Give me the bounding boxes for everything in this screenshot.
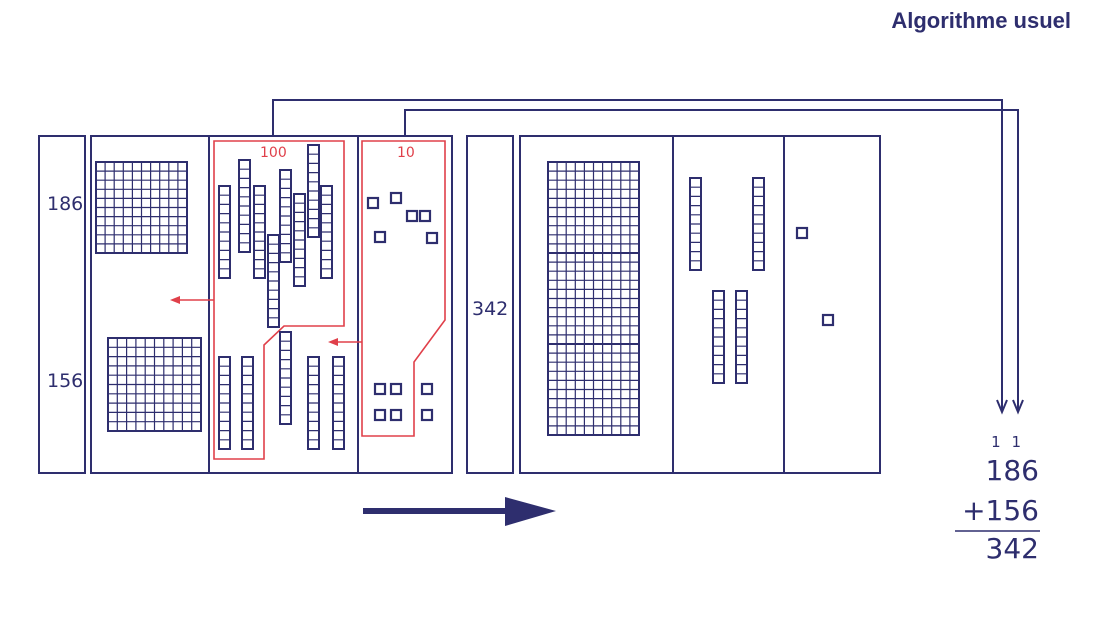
group-ten-label: 10 [397,145,415,161]
carry-arrowhead-ten [1012,399,1024,415]
direction-arrowhead [505,497,556,526]
algorithm-sum: 342 [985,532,1039,565]
unit-cube [366,196,380,210]
ten-rod [218,185,231,279]
carry-arrowhead-hundred [996,399,1008,415]
carry-line-hundred [272,99,1003,410]
unit-cube [389,382,403,396]
unit-cube [420,382,434,396]
exchange-arrowhead-hundred [170,296,180,304]
ten-rod [712,290,725,384]
hundred-flat [547,161,640,254]
exchange-arrowhead-ten [328,338,338,346]
units-column-left [357,135,453,474]
page-title: Algorithme usuel [891,8,1071,33]
ten-rod [241,356,254,450]
unit-cube [405,209,419,223]
unit-cube [420,408,434,422]
ten-rod [689,177,702,271]
group-of-ten-units-outline [361,140,446,437]
label-column-left [38,135,86,474]
algorithm-addend-1: 186 [985,454,1039,487]
label-column-right [466,135,514,474]
hundred-flat [95,161,188,254]
ten-rod [735,290,748,384]
hundreds-column-right [519,135,674,474]
ten-rod [279,169,292,263]
carry-line-ten [404,109,1019,410]
ten-rod [320,185,333,279]
unit-cube [418,209,432,223]
group-of-ten-tens-outline [213,140,345,460]
unit-cube [389,191,403,205]
addend-1-label: 186 [47,193,84,215]
unit-cube [821,313,835,327]
ten-rod [218,356,231,450]
ten-rod [267,234,280,328]
hundred-flat [547,252,640,345]
ten-rod [279,331,292,425]
group-hundred-label: 100 [260,145,287,161]
ten-rod [307,144,320,238]
ten-rod [253,185,266,279]
unit-cube [373,382,387,396]
tens-column-left [208,135,359,474]
unit-cube [373,230,387,244]
ten-rod [332,356,345,450]
ten-rod [307,356,320,450]
hundred-flat [547,343,640,436]
algorithm-carries: 1 1 [991,433,1024,451]
unit-cube [373,408,387,422]
ten-rod [293,193,306,287]
unit-cube [389,408,403,422]
sum-label: 342 [472,298,509,320]
unit-cube [425,231,439,245]
units-column-right [783,135,881,474]
addend-2-label: 156 [47,370,84,392]
algorithm-addend-2: +156 [962,494,1039,527]
hundred-flat [107,337,202,432]
ten-rod [752,177,765,271]
unit-cube [795,226,809,240]
ten-rod [238,159,251,253]
